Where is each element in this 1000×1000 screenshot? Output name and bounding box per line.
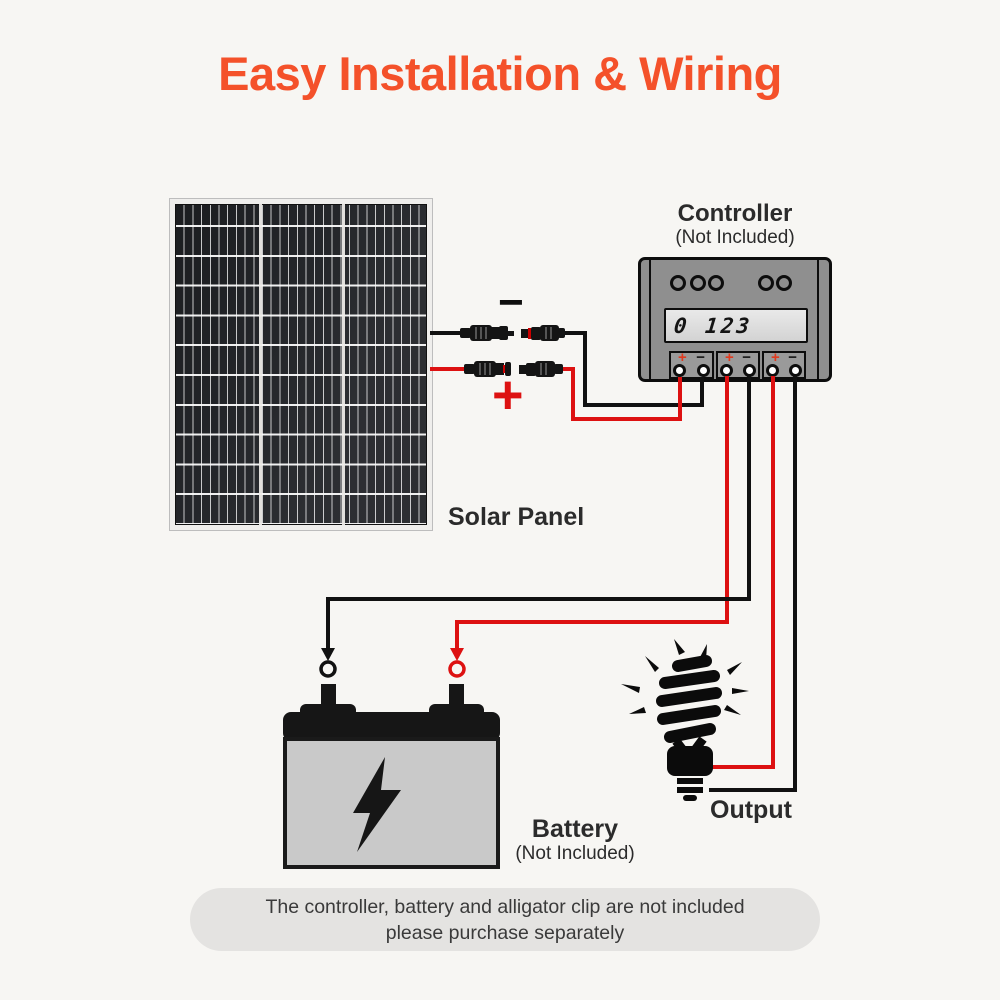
negative-polarity-symbol: −: [498, 278, 524, 327]
terminal-plus-label: +: [771, 349, 780, 366]
indicator-light-icon: [776, 275, 792, 291]
light-bulb-icon: [621, 639, 749, 801]
output-positive-wire: [712, 376, 775, 769]
indicator-light-icon: [690, 275, 706, 291]
controller-availability: (Not Included): [675, 227, 795, 248]
mc4-connector-negative-female-icon: [521, 325, 565, 341]
indicator-light-icon: [670, 275, 686, 291]
wire-arrowhead-icon: [450, 648, 464, 661]
lcd-text: 0 123: [672, 313, 754, 338]
terminal-block-pv: + −: [669, 349, 714, 379]
controller-flange: [649, 260, 651, 379]
controller-flange: [817, 260, 819, 379]
panel-divider: [342, 204, 346, 525]
output-negative-wire: [709, 376, 797, 792]
ring-terminal-icon: [448, 660, 466, 678]
footnote-line1: The controller, battery and alligator cl…: [265, 895, 745, 918]
terminal-screw-icon: [789, 364, 802, 377]
battery-availability: (Not Included): [515, 843, 635, 864]
controller-label: Controller: [677, 200, 793, 227]
footnote-line2: please purchase separately: [385, 921, 625, 944]
battery-caption: Battery (Not Included): [460, 816, 690, 865]
battery-label: Battery: [531, 815, 619, 843]
terminal-screw-icon: [697, 364, 710, 377]
solar-panel-icon: [169, 198, 433, 531]
solar-panel-label: Solar Panel: [448, 503, 585, 531]
panel-divider: [258, 204, 262, 525]
terminal-plus-label: +: [678, 349, 687, 366]
terminal-screw-icon: [766, 364, 779, 377]
mc4-connector-positive-female-icon: [519, 361, 563, 377]
wire-arrowhead-icon: [321, 648, 335, 661]
terminal-screw-icon: [720, 364, 733, 377]
output-label: Output: [710, 796, 792, 824]
terminal-screw-icon: [673, 364, 686, 377]
lcd-display: 0 123: [664, 308, 808, 343]
terminal-screw-icon: [743, 364, 756, 377]
indicator-light-icon: [758, 275, 774, 291]
terminal-minus-label: −: [788, 349, 797, 366]
footnote: The controller, battery and alligator cl…: [190, 888, 820, 951]
charge-controller-icon: 0 123 + − + − + −: [638, 257, 832, 382]
controller-caption: Controller (Not Included): [638, 201, 832, 249]
terminal-minus-label: −: [696, 349, 705, 366]
terminal-block-load: + −: [762, 349, 806, 379]
positive-polarity-symbol: +: [492, 365, 524, 425]
page-title: Easy Installation & Wiring: [218, 47, 782, 100]
terminal-block-battery: + −: [716, 349, 760, 379]
indicator-light-icon: [708, 275, 724, 291]
terminal-minus-label: −: [742, 349, 751, 366]
ring-terminal-icon: [319, 660, 337, 678]
light-rays-icon: [621, 639, 749, 715]
terminal-plus-label: +: [725, 349, 734, 366]
